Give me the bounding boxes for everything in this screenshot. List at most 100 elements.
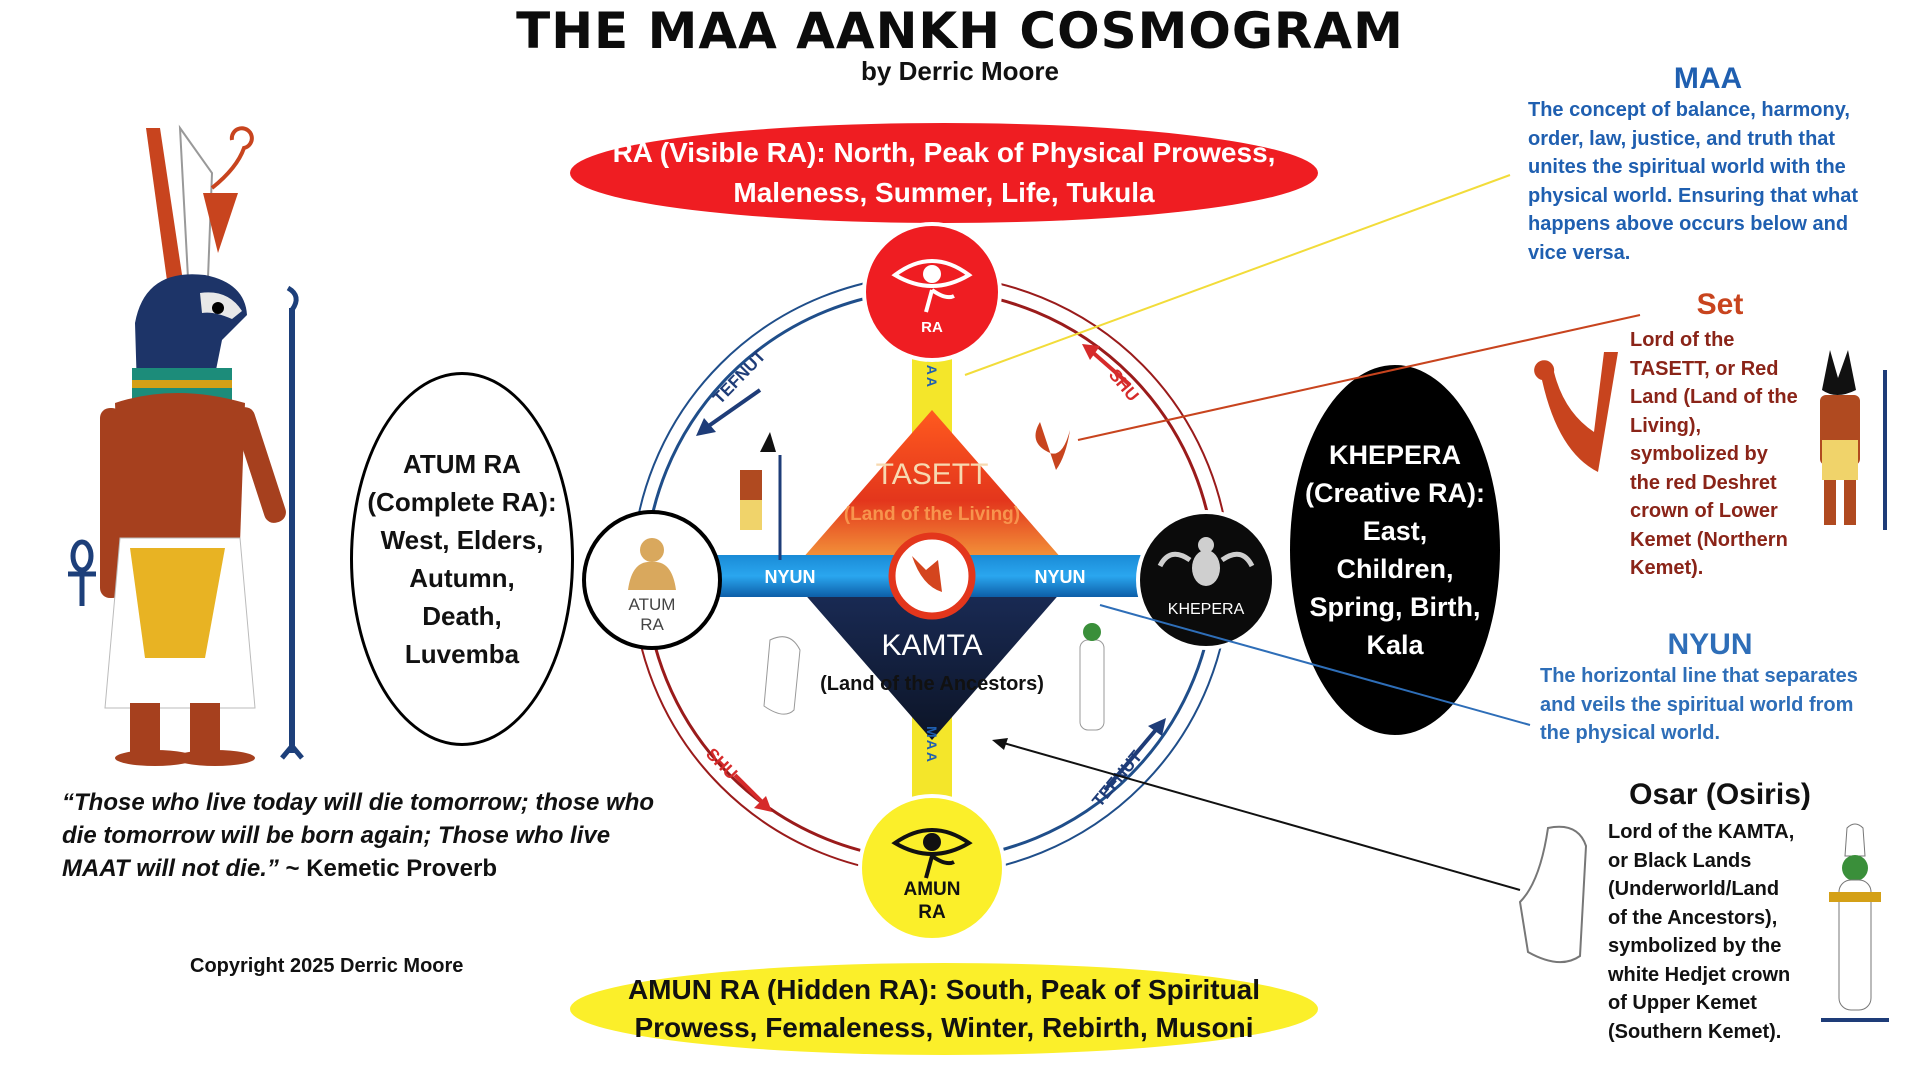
white-crown-small-icon xyxy=(763,636,801,715)
osar-note-line: (Underworld/Land xyxy=(1608,878,1780,900)
horus-body-icon xyxy=(100,393,286,766)
set-figure-icon xyxy=(740,432,782,560)
amun-ra-label: AMUN xyxy=(904,879,961,900)
set-note-line: crown of Lower xyxy=(1630,500,1778,522)
kamta-label: KAMTA xyxy=(881,629,982,662)
atum-line: Autumn, xyxy=(409,563,515,593)
maa-note-line: vice versa. xyxy=(1528,241,1631,264)
tefnut-arrow-top xyxy=(696,388,762,436)
amun-ra-circle xyxy=(858,794,1006,942)
osar-note-body: Lord of the KAMTA, or Black Lands (Under… xyxy=(1608,818,1818,1046)
osar-pointer-arrowhead xyxy=(992,738,1008,750)
maa-note-line: unites the spiritual world with the xyxy=(1528,156,1846,178)
osar-note-line: or Black Lands xyxy=(1608,849,1752,872)
khepera-line: (Creative RA): xyxy=(1304,478,1486,508)
tefnut-arrow-bottom xyxy=(1103,718,1166,792)
quote-line: die tomorrow will be born again; Those w… xyxy=(62,822,611,849)
nyun-pointer-line xyxy=(1099,604,1531,726)
tefnut-label-top: TEFNUT xyxy=(709,346,770,408)
quote-line: “Those who live today will die tomorrow;… xyxy=(62,789,655,816)
osar-note-line: white Hedjet crown xyxy=(1608,963,1791,986)
set-note-heading: Set xyxy=(1696,288,1744,321)
tasett-subtitle: (Land of the Living) xyxy=(844,504,1020,525)
nyun-note-line: and veils the spiritual world from xyxy=(1540,693,1854,716)
nyun-label-left: NYUN xyxy=(764,567,815,587)
page-title: THE MAA AANKH COSMOGRAM xyxy=(516,2,1404,60)
horus-figure xyxy=(68,124,304,766)
maa-note-line: The concept of balance, harmony, xyxy=(1528,99,1850,121)
byline: by Derric Moore xyxy=(861,56,1059,86)
nyun-note-heading: NYUN xyxy=(1667,628,1753,661)
shu-arrow-bottom xyxy=(733,773,772,812)
maa-note: MAA The concept of balance, harmony, ord… xyxy=(1528,62,1888,267)
red-crown-large-icon xyxy=(1534,352,1618,472)
shu-label-top: SHU xyxy=(1105,365,1143,405)
set-note-body: Lord of the TASETT, or Red Land (Land of… xyxy=(1630,326,1820,583)
khepera-circle-label: KHEPERA xyxy=(1168,601,1245,618)
maa-note-line: physical world. Ensuring that what xyxy=(1528,184,1859,207)
osar-note-line: (Southern Kemet). xyxy=(1608,1020,1782,1043)
maa-note-heading: MAA xyxy=(1673,62,1743,95)
atum-line: Luvemba xyxy=(404,639,520,669)
osar-note-heading: Osar (Osiris) xyxy=(1629,778,1811,811)
osar-note-line: symbolized by the xyxy=(1608,935,1782,957)
nyun-note-line: The horizontal line that separates xyxy=(1540,665,1858,687)
khepera-line: Kala xyxy=(1366,630,1424,660)
tasett-label: TASETT xyxy=(876,458,989,491)
shu-arrow-top xyxy=(1082,344,1132,387)
eye-of-horus-icon xyxy=(891,828,973,879)
set-note-line: symbolized by xyxy=(1630,443,1768,465)
osar-note-line: of the Ancestors), xyxy=(1608,906,1778,929)
quote-line: MAAT will not die.” xyxy=(62,855,279,882)
nyun-label-right: NYUN xyxy=(1034,567,1085,587)
set-note-line: Kemet (Northern xyxy=(1630,528,1788,551)
khepera-line: Children, xyxy=(1336,554,1454,584)
atum-ra-description-oval: ATUM RA (Complete RA): West, Elders, Aut… xyxy=(350,372,574,746)
atum-ra-circle-label: ATUM xyxy=(629,595,676,614)
red-crown-small-icon xyxy=(1035,422,1070,470)
osar-pointer-line xyxy=(999,741,1521,891)
maa-label-bottom: MAA xyxy=(924,726,940,764)
set-figure-large-icon xyxy=(1820,350,1887,530)
ra-description-line2: Maleness, Summer, Life, Tukula xyxy=(733,177,1155,208)
nyun-note: NYUN The horizontal line that separates … xyxy=(1540,628,1880,748)
atum-ra-circle-label-2: RA xyxy=(640,615,664,634)
khepera-description-oval: KHEPERA (Creative RA): East, Children, S… xyxy=(1290,365,1500,735)
scarab-icon xyxy=(1157,537,1255,586)
set-pointer-line xyxy=(1077,314,1641,441)
osiris-figure-small-icon xyxy=(1079,623,1105,731)
atum-line: Death, xyxy=(422,601,502,631)
osar-note-line: Lord of the KAMTA, xyxy=(1608,821,1795,843)
ra-description-oval: RA (Visible RA): North, Peak of Physical… xyxy=(570,123,1318,223)
amun-description-line1: AMUN RA (Hidden RA): South, Peak of Spir… xyxy=(627,974,1261,1005)
ra-circle-label: RA xyxy=(921,319,943,336)
amun-ra-label-2: RA xyxy=(918,902,946,923)
set-note-line: TASETT, or Red xyxy=(1630,357,1779,380)
maa-note-line: order, law, justice, and truth that xyxy=(1528,127,1836,150)
amun-description-line2: Prowess, Femaleness, Winter, Rebirth, Mu… xyxy=(634,1012,1254,1043)
tefnut-label-bottom: TEFNUT xyxy=(1089,747,1147,811)
quote-source: ~ Kemetic Proverb xyxy=(278,855,497,882)
tasett-triangle xyxy=(788,410,1076,575)
copyright-notice: Copyright 2025 Derric Moore xyxy=(190,955,464,977)
nyun-note-line: the physical world. xyxy=(1540,722,1721,744)
eye-of-ra-icon xyxy=(891,259,973,313)
maa-pointer-line xyxy=(964,174,1511,376)
red-crown-icon xyxy=(912,556,942,592)
white-crown-large-icon xyxy=(1518,825,1588,963)
osar-note-line: of Upper Kemet xyxy=(1608,992,1757,1014)
atum-figure-icon xyxy=(628,538,676,590)
khepera-line: Spring, Birth, xyxy=(1309,592,1481,622)
atum-line: (Complete RA): xyxy=(367,487,557,517)
horus-staff-icon xyxy=(280,285,304,760)
amun-ra-description-oval: AMUN RA (Hidden RA): South, Peak of Spir… xyxy=(570,963,1318,1055)
atum-line: West, Elders, xyxy=(380,525,544,555)
khepera-line: KHEPERA xyxy=(1328,440,1461,470)
kemetic-proverb-quote: “Those who live today will die tomorrow;… xyxy=(62,786,702,885)
set-note-line: Land (Land of the xyxy=(1630,386,1798,408)
khepera-line: East, xyxy=(1362,516,1428,546)
osiris-figure-large-icon xyxy=(1821,823,1889,1022)
kamta-triangle xyxy=(788,575,1076,740)
atum-line: ATUM RA xyxy=(403,449,521,479)
